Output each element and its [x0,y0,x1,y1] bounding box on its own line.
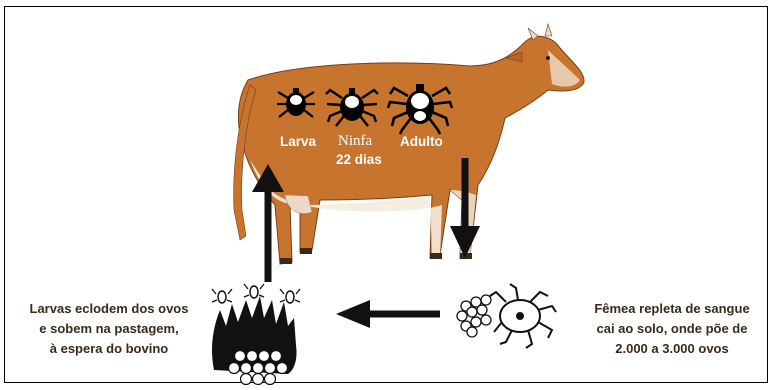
left-caption: Larvas eclodem dos ovos e sobem na pasta… [14,299,204,359]
eggs-and-grass-icon [212,284,300,385]
left-caption-line-2: e sobem na pastagem, [14,319,204,339]
larva-label: Larva [280,134,316,149]
adulto-label: Adulto [400,134,443,149]
left-caption-line-1: Larvas eclodem dos ovos [14,299,204,319]
arrow-left [336,300,440,328]
ninfa-label: Ninfa [338,133,372,150]
right-caption-line-3: 2.000 a 3.000 ovos [578,339,766,359]
left-caption-line-3: à espera do bovino [14,339,204,359]
engorged-female-tick-icon [457,284,556,348]
right-caption-line-1: Fêmea repleta de sangue [578,299,766,319]
right-caption-line-2: cai ao solo, onde põe de [578,319,766,339]
right-caption: Fêmea repleta de sangue cai ao solo, ond… [578,299,766,359]
days-label: 22 dias [336,152,382,167]
